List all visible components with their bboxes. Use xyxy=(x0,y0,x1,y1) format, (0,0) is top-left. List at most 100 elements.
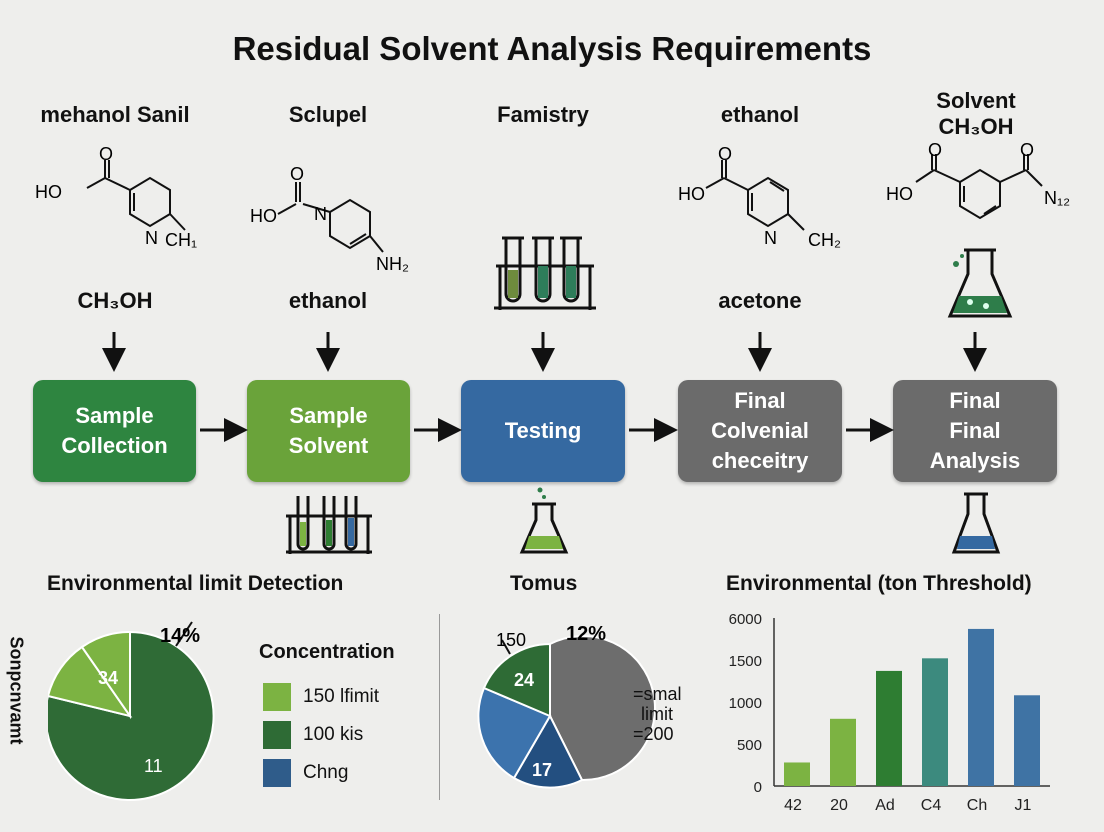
step-5-line3: Analysis xyxy=(929,448,1021,473)
molecule-structure-1: O HO N CH₁ xyxy=(35,144,197,250)
flask-small-icon xyxy=(519,487,569,554)
x-tick-label: 20 xyxy=(830,797,848,814)
molecule-structure-5: O HO O N₁₂ xyxy=(886,140,1070,220)
legend-swatch xyxy=(263,721,291,749)
flask-blue-icon xyxy=(951,492,1001,554)
molecule-structure-4: O HO N CH₂ xyxy=(678,144,841,250)
x-tick-label: Ch xyxy=(967,797,987,814)
bar xyxy=(1014,695,1040,786)
left-panel-heading: Environmental limit Detection xyxy=(47,572,344,595)
left-pie-callout: 14% xyxy=(160,625,200,647)
legend-swatch xyxy=(263,759,291,787)
y-tick-label: 6000 xyxy=(729,611,762,628)
middle-note-line3: =200 xyxy=(633,724,674,744)
bar xyxy=(784,762,810,786)
left-pie-chart: 14% 34 11 xyxy=(48,621,215,801)
flow-arrows xyxy=(200,418,894,442)
molecule-structure-2: O HO N NH₂ xyxy=(250,164,409,274)
column-title-2: Sclupel xyxy=(288,102,368,127)
legend-title: Concentration xyxy=(259,641,395,663)
down-arrows xyxy=(102,332,987,372)
middle-note: =smal limit =200 xyxy=(633,684,682,744)
mol2-nitrogen-label: N xyxy=(314,204,327,224)
step-1-line1: Sample xyxy=(75,403,154,428)
left-panel-side-label: Sonpcnvamt xyxy=(6,636,27,745)
mol1-hydroxyl-label: HO xyxy=(35,182,62,202)
bar xyxy=(830,718,856,786)
step-3-line1: Testing xyxy=(504,418,582,443)
step-4-line3: checeitry xyxy=(711,448,809,473)
column-title-4: ethanol xyxy=(720,102,800,127)
middle-panel-heading: Tomus xyxy=(510,572,578,595)
x-tick-label: Ad xyxy=(875,797,895,814)
middle-pie-label-1: 24 xyxy=(514,670,534,690)
mol2-amine-label: NH₂ xyxy=(376,254,409,274)
mol1-nitrogen-label: N xyxy=(145,228,158,248)
left-pie-slice-light2 xyxy=(80,630,131,720)
right-panel-heading: Environmental (ton Threshold) xyxy=(726,572,1032,595)
column-label-4: acetone xyxy=(718,288,802,313)
legend-swatch xyxy=(263,683,291,711)
column-title-5-line1: Solvent xyxy=(936,88,1016,113)
middle-pie-slice-navy xyxy=(512,713,584,789)
legend-item: Chng xyxy=(263,754,379,792)
legend-label: 150 lfimit xyxy=(303,686,380,707)
left-pie-label-2: 11 xyxy=(144,756,163,776)
flask-icon xyxy=(947,248,1013,318)
y-tick-label: 1000 xyxy=(729,695,762,712)
mol5-oxygen2-label: O xyxy=(1020,140,1034,160)
bar xyxy=(922,658,948,786)
step-4-line2: Colvenial xyxy=(711,418,809,443)
step-4-line1: Final xyxy=(734,388,786,413)
mol4-oxygen-label: O xyxy=(718,144,732,164)
middle-pie-chart: 150 12% 24 17 xyxy=(477,623,656,789)
mol1-oxygen-label: O xyxy=(99,144,113,164)
legend-item: 100 kis xyxy=(263,716,379,754)
mol2-hydroxyl-label: HO xyxy=(250,206,277,226)
legend-item: 150 lfimit xyxy=(263,678,379,716)
column-label-2: ethanol xyxy=(288,288,368,313)
middle-pie-label-2: 17 xyxy=(532,760,552,780)
column-title-1: mehanol Sanil xyxy=(40,102,190,127)
bar xyxy=(876,670,902,786)
legend-label: 100 kis xyxy=(303,724,364,745)
test-tube-rack-icon xyxy=(494,236,596,310)
middle-pie-slice-blue xyxy=(477,686,552,780)
test-tube-rack-small-icon xyxy=(286,496,372,554)
x-tick-label: C4 xyxy=(921,797,942,814)
page-title: Residual Solvent Analysis Requirements xyxy=(232,30,872,67)
mol4-methyl-label: CH₂ xyxy=(808,230,841,250)
column-label-1: CH₃OH xyxy=(77,288,153,313)
middle-pie-slice-green xyxy=(482,642,551,718)
middle-pie-callout-pct: 12% xyxy=(566,623,606,645)
mol4-nitrogen-label: N xyxy=(764,228,777,248)
bar xyxy=(968,628,994,786)
mol5-hydroxyl-label: HO xyxy=(886,184,913,204)
mol5-amide-label: N₁₂ xyxy=(1044,188,1070,208)
y-tick-label: 500 xyxy=(737,737,762,754)
middle-note-line1: =smal xyxy=(633,684,682,704)
middle-note-line2: limit xyxy=(641,704,673,724)
middle-pie-callout-value: 150 xyxy=(496,630,526,650)
x-tick-label: J1 xyxy=(1015,797,1032,814)
column-title-5: Solvent CH₃OH xyxy=(866,88,1086,140)
panel-divider xyxy=(439,614,440,800)
legend-label: Chng xyxy=(303,762,349,783)
x-tick-label: 42 xyxy=(784,797,802,814)
step-5-line2: Final xyxy=(949,418,1001,443)
mol5-oxygen-label: O xyxy=(928,140,942,160)
legend: 150 lfimit 100 kis Chng xyxy=(263,678,379,792)
step-2-line2: Solvent xyxy=(288,433,369,458)
step-testing[interactable]: Testing xyxy=(461,380,625,482)
y-tick-label: 0 xyxy=(754,779,762,796)
middle-pie-slice-gray xyxy=(549,635,656,782)
step-5-line1: Final xyxy=(949,388,1001,413)
left-pie-label-1: 34 xyxy=(98,668,118,688)
mol2-oxygen-label: O xyxy=(290,164,304,184)
mol4-hydroxyl-label: HO xyxy=(678,184,705,204)
